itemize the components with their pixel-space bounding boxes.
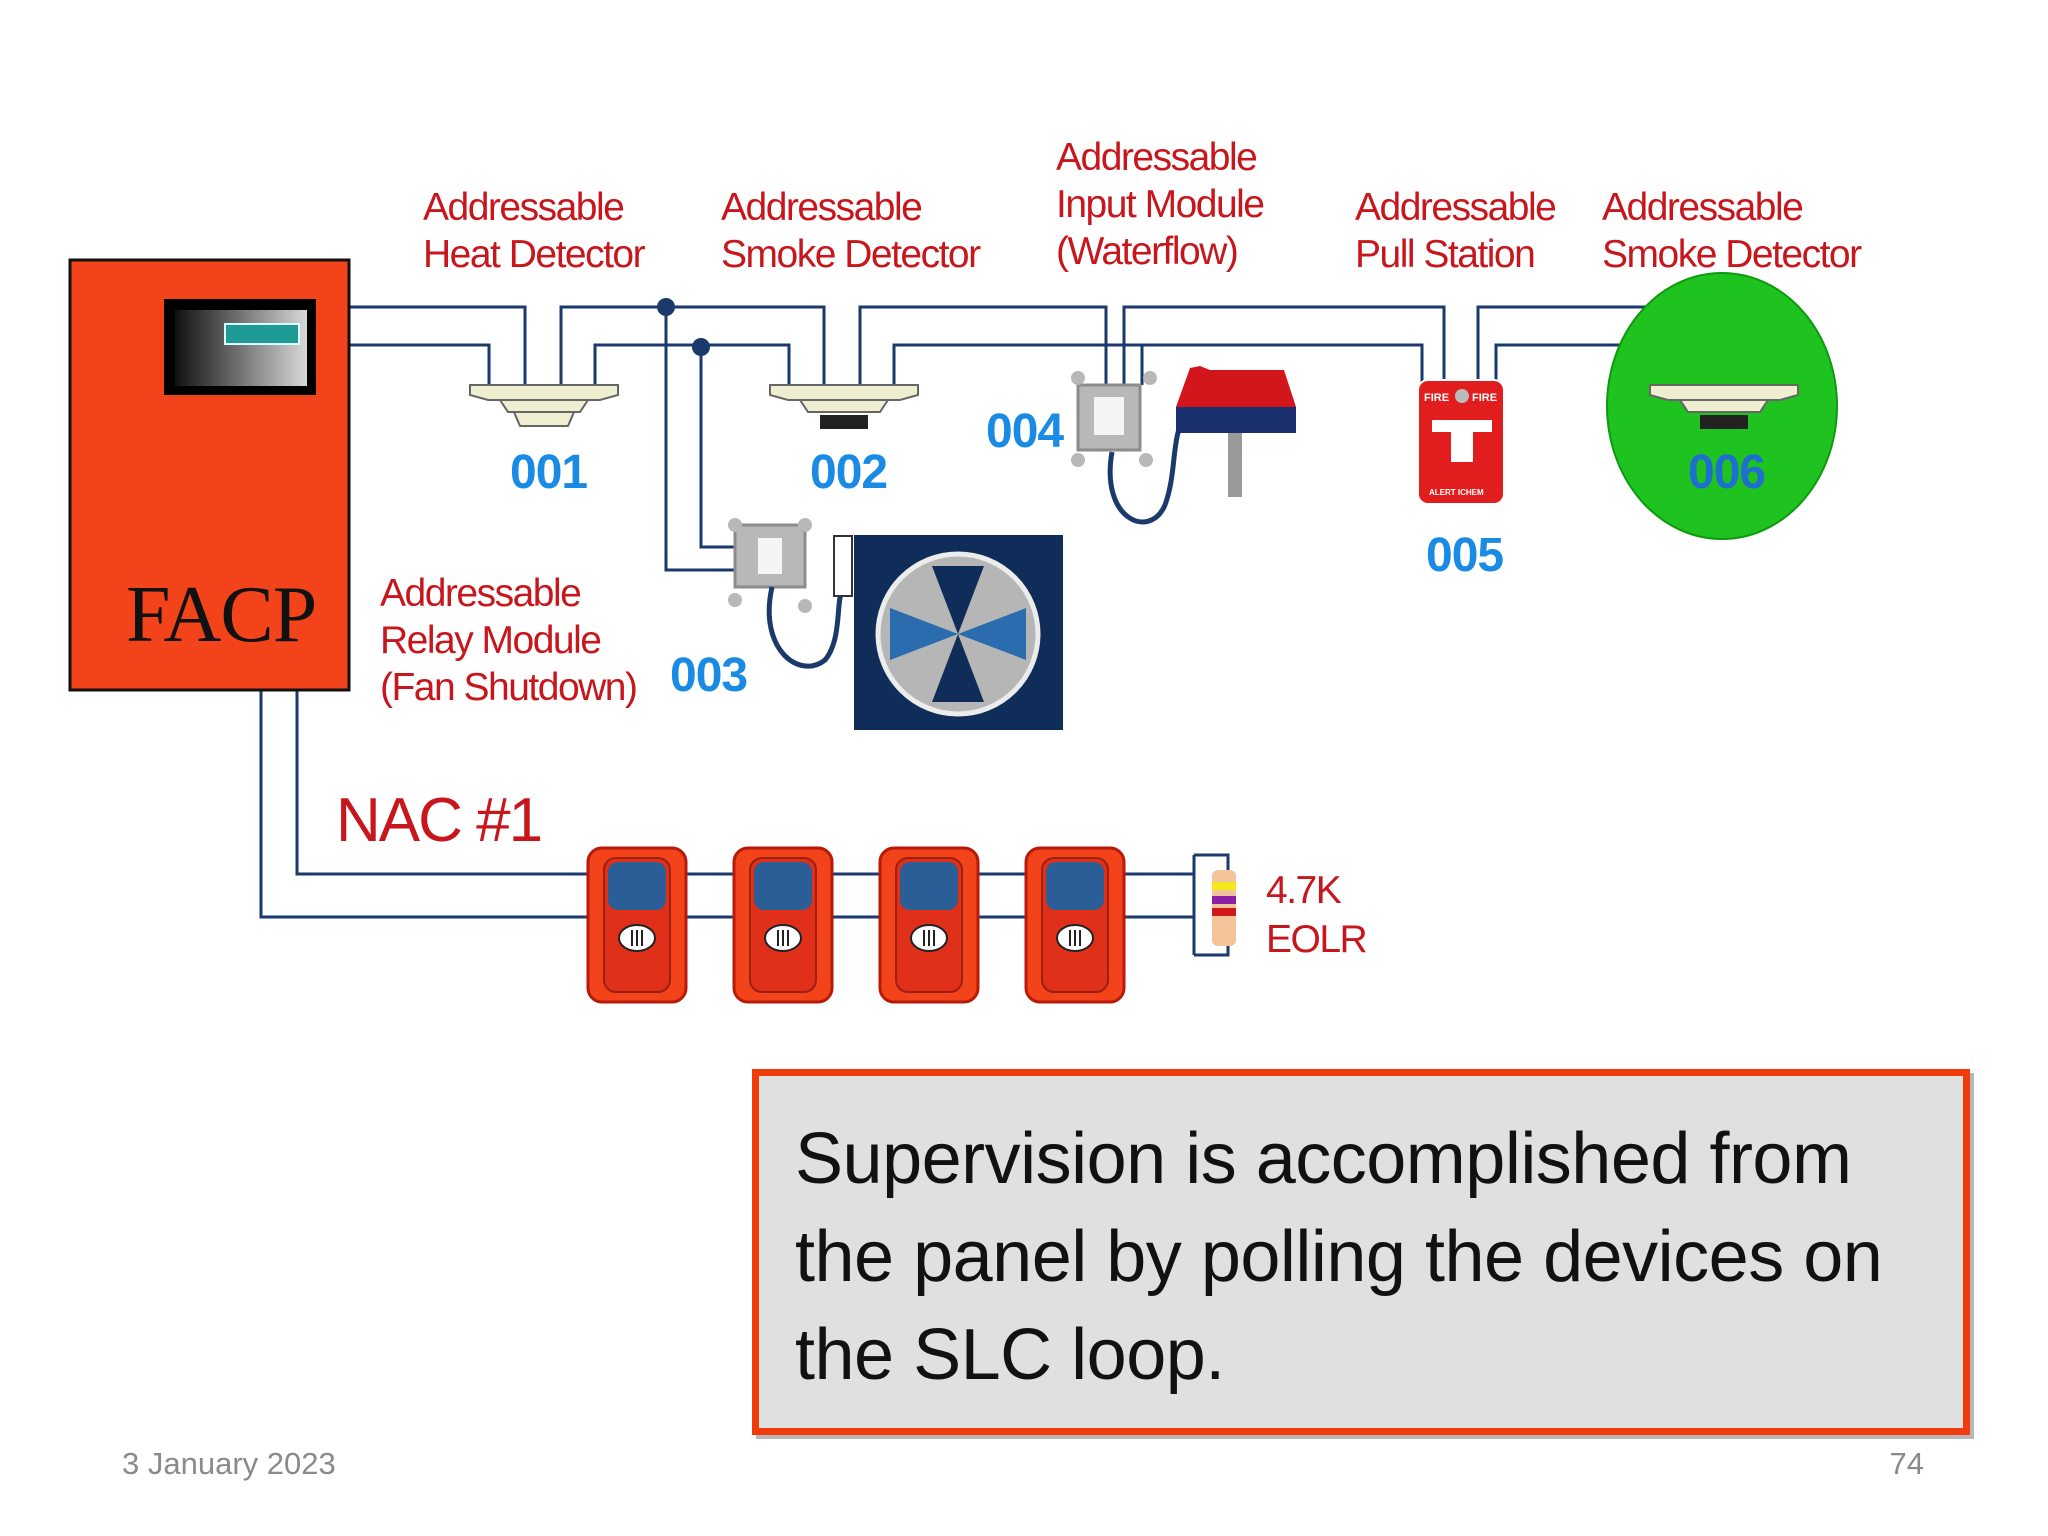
device-address-004: 004 (986, 405, 1064, 458)
detector-vent (820, 415, 868, 429)
pull-station-text-bottom: ALERT ICHEM (1429, 488, 1484, 497)
device-label-001: Addressable Heat Detector (423, 186, 646, 276)
device-label-002: Addressable Smoke Detector (721, 186, 981, 276)
detector-body (798, 399, 890, 413)
detector-base (769, 384, 919, 401)
module-screw (798, 518, 812, 532)
facp-panel (68, 258, 351, 692)
facp-display-screen (175, 310, 307, 386)
pull-station-005: FIRE FIRE ALERT ICHEM (1417, 379, 1505, 505)
module-cable (1107, 413, 1190, 525)
notification-appliance (586, 846, 688, 1004)
module-screw (728, 518, 742, 532)
waterflow-switch (1176, 366, 1296, 497)
module-screw (1071, 453, 1085, 467)
fan-blade (958, 608, 1026, 660)
pull-station-handle-stem (1451, 432, 1473, 462)
fan-blade (932, 566, 984, 634)
detector-vent (1700, 415, 1748, 429)
slc-wire-top (349, 305, 527, 385)
slc-wire-bottom (892, 343, 1424, 385)
relay-module-003 (728, 518, 845, 669)
notification-appliance (1024, 846, 1126, 1004)
page-number: 74 (1889, 1446, 1924, 1481)
module-screw (1071, 371, 1085, 385)
device-label-005: Addressable Pull Station (1355, 186, 1557, 276)
nac-wire (259, 690, 588, 919)
notification-appliance (732, 846, 834, 1004)
detector-head (512, 411, 576, 427)
detector-body (498, 399, 590, 413)
fan-blade (890, 608, 958, 660)
detector-base (1649, 384, 1799, 401)
slc-wire-bottom (593, 343, 791, 385)
switch-paddle-stem (1228, 433, 1242, 497)
heat-detector-001 (469, 384, 619, 427)
fan-connector (833, 535, 853, 597)
device-address-003: 003 (670, 649, 748, 702)
module-screw (728, 593, 742, 607)
nac-wire (1124, 900, 1196, 919)
switch-base (1176, 407, 1296, 433)
module-screw (1139, 453, 1153, 467)
eol-resistor-lead (1194, 853, 1230, 870)
facp-display-led-bar (224, 323, 300, 345)
notification-appliance (878, 846, 980, 1004)
module-cable (766, 586, 845, 669)
slc-wire-bottom (1092, 343, 1144, 385)
slc-wire-top (559, 305, 826, 385)
smoke-detector-006 (1649, 384, 1799, 429)
fan-blade (932, 634, 984, 702)
switch-cover (1176, 366, 1296, 407)
detector-body (1678, 399, 1770, 413)
panel-label: FACP (126, 571, 317, 659)
relay-wire (699, 345, 735, 549)
device-address-002: 002 (810, 446, 888, 499)
nac-label: NAC #1 (336, 786, 543, 855)
nac-wire (1124, 872, 1196, 890)
slc-wire-bottom (349, 343, 491, 385)
eol-label: EOLR (1266, 918, 1368, 961)
device-address-001: 001 (510, 446, 588, 499)
pull-station-text-left: FIRE (1424, 392, 1449, 404)
pull-station-text-right: FIRE (1472, 392, 1497, 404)
input-module-004 (1071, 371, 1190, 525)
eol-value-label: 4.7K (1266, 869, 1342, 912)
nac-wire (295, 690, 588, 876)
device-label-003: Addressable Relay Module (Fan Shutdown) (380, 572, 638, 709)
nac-wiring (259, 690, 1230, 957)
smoke-detector-002 (769, 384, 919, 429)
device-label-006: Addressable Smoke Detector (1602, 186, 1862, 276)
module-screw (1143, 371, 1157, 385)
module-face (1094, 397, 1124, 435)
module-face (758, 538, 782, 574)
detector-base (469, 384, 619, 401)
callout-box: Supervision is accomplished from the pan… (752, 1069, 1970, 1435)
device-address-005: 005 (1426, 529, 1504, 582)
wire-junction-dot (657, 298, 675, 316)
eol-resistor (1212, 870, 1236, 946)
wire-junction-dot (692, 338, 710, 356)
device-address-006: 006 (1688, 446, 1766, 499)
eol-resistor-lead (1194, 945, 1230, 957)
exhaust-fan (833, 535, 1063, 730)
device-label-004: Addressable Input Module (Waterflow) (1056, 136, 1265, 273)
module-screw (798, 599, 812, 613)
pull-station-indicator (1455, 389, 1469, 403)
pull-station-handle (1432, 420, 1492, 432)
relay-wire (664, 307, 735, 572)
footer-date: 3 January 2023 (122, 1446, 336, 1481)
callout-text: Supervision is accomplished from the pan… (795, 1119, 1883, 1395)
